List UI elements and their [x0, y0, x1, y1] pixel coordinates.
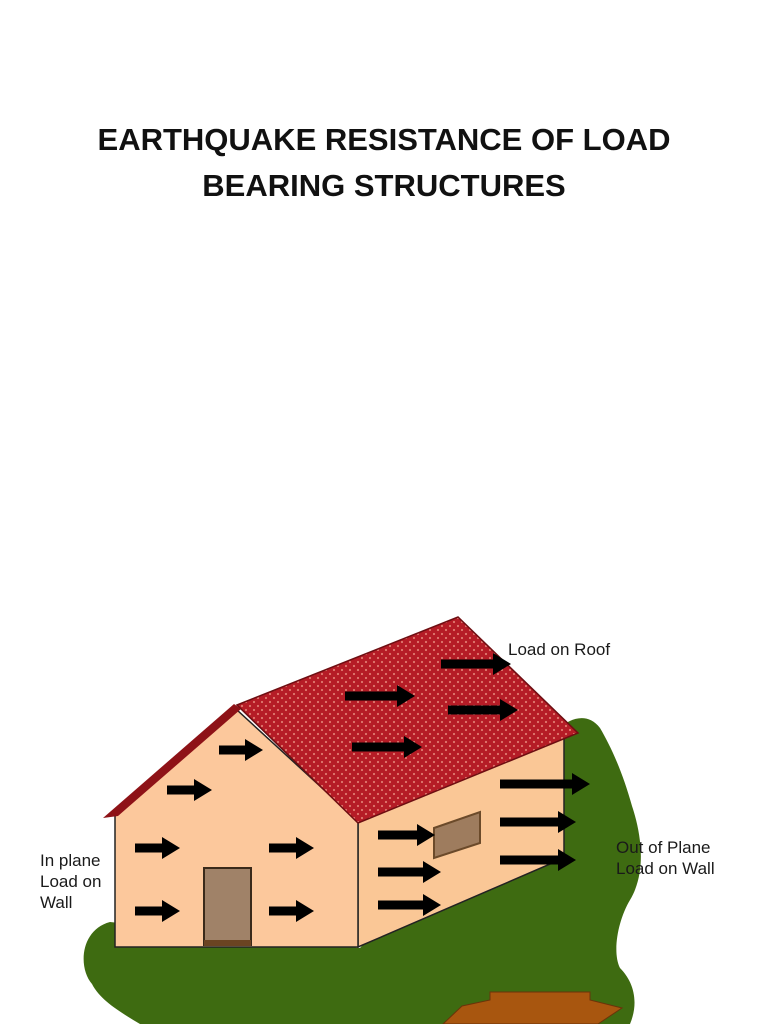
roof-front-edge — [103, 704, 241, 818]
slide-title: EARTHQUAKE RESISTANCE OF LOAD BEARING ST… — [0, 117, 768, 209]
roof-load-arrow — [345, 685, 415, 707]
side-wall-load-arrow — [500, 811, 576, 833]
ground-shaking-arrow — [442, 991, 624, 1024]
side-wall-load-arrow — [500, 773, 590, 795]
load-arrows — [135, 653, 590, 922]
label-in-plane-line-3: Wall — [40, 893, 73, 912]
label-in-plane-line-2: Load on — [40, 872, 102, 891]
front-wall-load-arrow — [135, 837, 180, 859]
front-wall-load-arrow — [269, 837, 314, 859]
side-wall-load-arrow — [378, 824, 435, 846]
label-out-of-plane-line-1: Out of Plane — [616, 838, 711, 857]
title-line-1: EARTHQUAKE RESISTANCE OF LOAD — [97, 122, 671, 157]
roof-load-arrow — [448, 699, 518, 721]
front-wall-load-arrow — [167, 779, 212, 801]
label-load-on-roof-text: Load on Roof — [508, 640, 611, 659]
side-wall-load-arrow — [378, 861, 441, 883]
label-out-of-plane-load: Out of Plane Load on Wall — [616, 837, 715, 879]
door — [203, 867, 252, 946]
side-window — [433, 810, 481, 860]
side-wall-load-arrow — [378, 894, 441, 916]
label-in-plane-line-1: In plane — [40, 851, 101, 870]
front-wall-load-arrow — [269, 900, 314, 922]
title-line-2: BEARING STRUCTURES — [202, 168, 566, 203]
front-wall-load-arrow — [135, 900, 180, 922]
roof-load-arrow — [441, 653, 511, 675]
label-load-on-roof: Load on Roof — [508, 639, 610, 660]
label-out-of-plane-line-2: Load on Wall — [616, 859, 715, 878]
roof-load-arrow — [352, 736, 422, 758]
front-wall-load-arrow — [219, 739, 263, 761]
side-wall-load-arrow — [500, 849, 576, 871]
label-in-plane-load: In plane Load on Wall — [40, 850, 101, 913]
